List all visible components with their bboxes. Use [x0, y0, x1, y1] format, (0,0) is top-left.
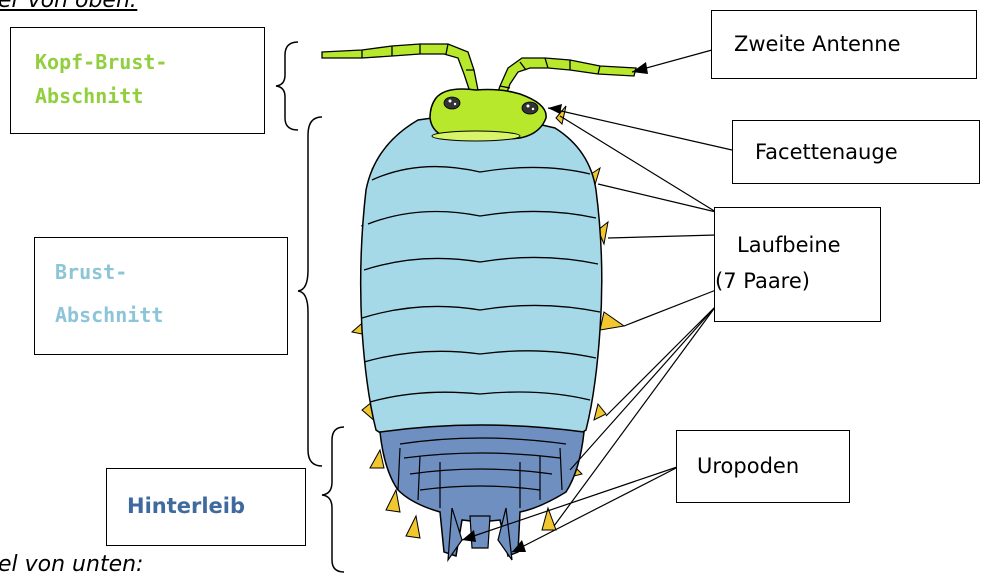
brace-hinterleib [322, 427, 344, 572]
label-kopf-brust-line2: Abschnitt [35, 81, 143, 112]
thorax-body [361, 116, 602, 446]
arrowhead-uropod-left [462, 530, 476, 542]
label-laufbeine-line2: (7 Paare) [715, 264, 810, 298]
label-laufbeine-line1: Laufbeine [737, 228, 841, 262]
label-brust-line1: Brust- [55, 257, 127, 288]
label-uropoden: Uropoden [697, 449, 799, 483]
label-box-hinterleib: Hinterleib [106, 468, 306, 546]
label-box-uropoden: Uropoden [676, 430, 850, 503]
label-brust-line2: Abschnitt [55, 300, 163, 331]
arrowhead-eye [548, 104, 562, 114]
label-hinterleib: Hinterleib [127, 491, 245, 522]
label-box-facettenauge: Facettenauge [732, 120, 980, 184]
label-kopf-brust-line1: Kopf-Brust- [35, 47, 167, 78]
label-box-zweite-antenne: Zweite Antenne [711, 10, 977, 79]
brace-kopf-brust [276, 42, 298, 130]
left-antenna [322, 44, 478, 92]
label-zweite-antenne: Zweite Antenne [734, 27, 901, 61]
brace-brust [298, 117, 322, 466]
label-box-laufbeine: Laufbeine (7 Paare) [714, 207, 881, 322]
label-box-brust: Brust- Abschnitt [34, 237, 288, 355]
label-box-kopf-brust: Kopf-Brust- Abschnitt [10, 27, 265, 134]
label-facettenauge: Facettenauge [755, 135, 898, 169]
